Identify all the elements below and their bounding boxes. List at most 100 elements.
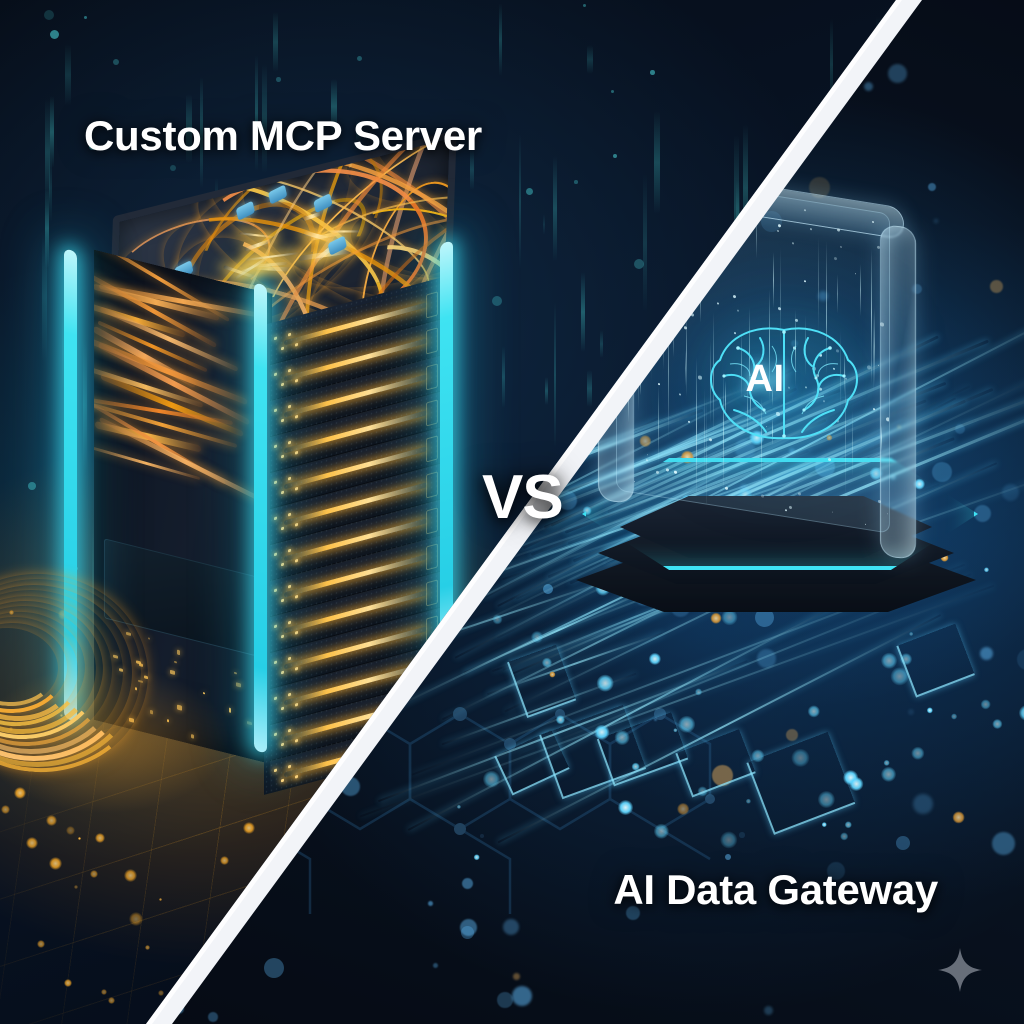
rain-streak: [587, 45, 593, 74]
data-particle: [761, 494, 764, 498]
circuit-node: [46, 815, 57, 826]
data-particle: [828, 457, 832, 462]
data-particle: [674, 470, 677, 474]
rain-streak: [600, 330, 604, 358]
left-panel-title: Custom MCP Server: [84, 112, 482, 159]
data-particle: [647, 454, 649, 456]
bokeh-dot: [888, 64, 907, 83]
data-particle: [717, 302, 719, 305]
versus-badge: VS: [482, 463, 564, 532]
circuit-node: [49, 857, 63, 871]
data-particle: [688, 420, 690, 423]
data-particle: [658, 382, 660, 386]
rain-streak: [92, 522, 96, 636]
data-particle: [855, 273, 857, 275]
circuit-node: [26, 837, 38, 849]
data-stream-line: [773, 252, 774, 309]
data-particle: [777, 229, 780, 233]
circuit-node: [482, 770, 501, 788]
circuit-node: [950, 713, 958, 720]
data-particle: [666, 468, 669, 472]
circuit-elbow: [746, 731, 856, 835]
data-particle: [872, 220, 874, 224]
rain-streak: [643, 174, 647, 312]
data-particle: [656, 470, 659, 474]
circuit-node: [555, 715, 565, 724]
data-stream-line: [871, 248, 872, 376]
rain-dot: [583, 4, 587, 8]
bokeh-dot: [990, 280, 1003, 293]
bokeh-dot: [932, 462, 953, 483]
data-particle: [778, 223, 782, 228]
circuit-node: [74, 885, 78, 889]
data-stream-line: [668, 303, 669, 439]
data-particle: [834, 256, 838, 261]
rain-dot: [113, 59, 120, 66]
data-particle: [792, 242, 794, 244]
rain-streak: [553, 156, 558, 261]
data-particle: [873, 408, 876, 411]
data-particle: [878, 499, 881, 503]
rain-dot: [650, 70, 655, 75]
rain-streak: [581, 272, 586, 352]
data-particle: [877, 245, 881, 250]
right-panel-title: AI Data Gateway: [613, 866, 938, 913]
rain-streak: [554, 302, 557, 448]
bokeh-dot: [173, 1003, 184, 1014]
circuit-node: [473, 854, 481, 861]
circuit-node: [909, 631, 914, 637]
bokeh-dot: [992, 832, 1015, 855]
copper-cable-bundle: [0, 544, 260, 814]
circuit-node: [124, 869, 137, 882]
circuit-node-warm: [676, 802, 690, 816]
data-particle: [804, 280, 807, 283]
circuit-node: [101, 989, 108, 996]
data-particle: [691, 313, 694, 317]
bokeh-dot: [497, 992, 513, 1008]
rain-streak: [587, 370, 593, 407]
rain-streak: [499, 3, 502, 76]
rain-dot: [574, 180, 578, 184]
rain-dot: [492, 296, 503, 307]
circuit-node: [108, 997, 115, 1004]
circuit-node: [492, 614, 503, 625]
circuit-node: [653, 823, 670, 840]
data-particle: [753, 220, 756, 223]
data-stream-line: [837, 274, 838, 314]
rain-streak: [45, 99, 50, 205]
rain-dot: [357, 56, 363, 62]
data-stream-line: [700, 272, 701, 323]
circuit-node: [844, 821, 853, 829]
cyan-led-strip-right: [440, 240, 453, 664]
data-stream-line: [640, 368, 641, 396]
data-stream-line: [628, 367, 629, 423]
rain-streak: [45, 189, 50, 268]
data-stream-line: [874, 307, 875, 386]
circuit-node: [498, 541, 514, 557]
bokeh-dot: [208, 1012, 218, 1022]
bokeh-dot: [1017, 649, 1024, 670]
circuit-node: [677, 715, 696, 734]
data-particle: [737, 309, 739, 312]
circuit-node: [530, 630, 543, 643]
rain-dot: [526, 188, 534, 196]
circuit-node: [821, 822, 827, 827]
circuit-node: [807, 705, 820, 718]
sparkle-icon: [938, 948, 982, 992]
circuit-node: [880, 652, 898, 670]
circuit-node: [911, 746, 925, 760]
circuit-node: [840, 832, 849, 841]
data-particle: [880, 322, 884, 327]
data-particle: [733, 294, 737, 299]
rain-streak: [49, 155, 52, 222]
circuit-node: [883, 759, 890, 767]
data-particle: [778, 306, 781, 310]
bokeh-dot: [980, 647, 993, 660]
circuit-node: [719, 831, 738, 849]
data-particle: [878, 364, 880, 367]
circuit-node: [694, 688, 703, 696]
data-particle: [840, 245, 843, 249]
circuit-node: [849, 776, 864, 792]
circuit-node: [64, 979, 73, 988]
data-particle: [679, 393, 682, 396]
